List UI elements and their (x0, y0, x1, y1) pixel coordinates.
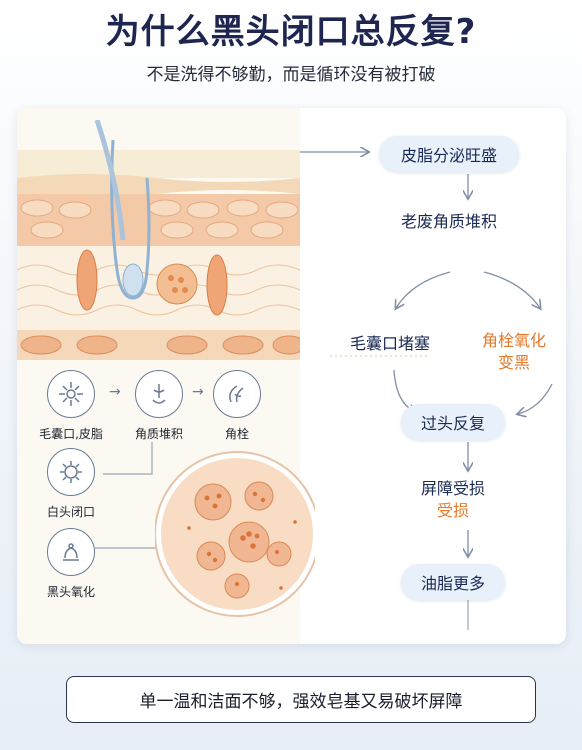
icon-label-sebum: 毛囊口,皮脂 (39, 427, 103, 441)
page-subtitle: 不是洗得不够勤，而是循环没有被打破 (146, 65, 436, 85)
flow-oxidize-line2: 变黑 (497, 353, 530, 372)
icon-item-blackhead: 黑头氧化 (31, 528, 111, 600)
diagram-card: 毛囊口,皮脂 → 角质堆积 → 角栓 白头闭口 (17, 108, 566, 644)
keratin-icon (135, 370, 183, 418)
icon-label-whitehead: 白头闭口 (46, 505, 95, 519)
blackhead-icon (47, 528, 95, 576)
skin-panel: 毛囊口,皮脂 → 角质堆积 → 角栓 白头闭口 (17, 108, 315, 644)
bottom-note: 单一温和洁面不够，强效皂基又易破坏屏障 (66, 676, 536, 723)
whitehead-icon (47, 448, 95, 496)
flow-more-oil: 油脂更多 (401, 564, 505, 600)
flow-barrier-line2: 受损 (436, 501, 469, 520)
flow-clog: 毛囊口堵塞 (349, 334, 430, 353)
icon-label-keratin: 角质堆积 (134, 427, 183, 441)
magnified-pore (155, 451, 315, 617)
skin-cross-section (17, 120, 300, 360)
icon-item-plug: 角栓 (197, 370, 277, 442)
icon-label-blackhead: 黑头氧化 (46, 585, 95, 599)
flow-connectors (300, 108, 553, 630)
arrow-right-icon: → (192, 384, 204, 400)
icon-item-whitehead: 白头闭口 (31, 448, 111, 520)
flow-barrier-line1: 屏障受损 (420, 479, 485, 498)
flow-keratin: 老废角质堆积 (400, 212, 497, 231)
icon-item-sebum: 毛囊口,皮脂 (31, 370, 111, 442)
connector-lines (95, 442, 167, 549)
flow-overclean: 过头反复 (401, 404, 505, 440)
plug-icon (213, 370, 261, 418)
sebum-icon (47, 370, 95, 418)
arrow-right-icon: → (109, 384, 121, 400)
flow-oxidize: 角栓氧化 变黑 (469, 330, 559, 374)
flow-oxidize-line1: 角栓氧化 (481, 331, 546, 350)
page-title: 为什么黑头闭口总反复? (105, 12, 477, 52)
icon-label-plug: 角栓 (224, 427, 249, 441)
flow-sebum: 皮脂分泌旺盛 (379, 136, 519, 172)
icon-item-keratin: 角质堆积 (119, 370, 199, 442)
flow-barrier: 屏障受损 受损 (395, 478, 511, 522)
